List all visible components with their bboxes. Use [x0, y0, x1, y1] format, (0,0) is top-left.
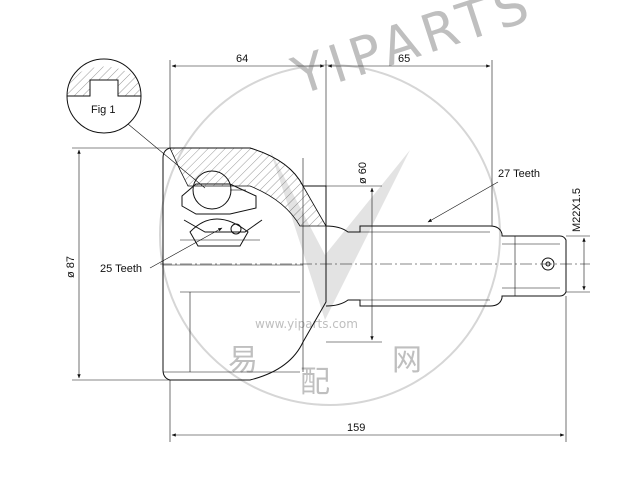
- cotter-pin-hole: [541, 257, 555, 271]
- dimensions: 64 65 159 ø 87 ø 60 M22X1.5: [65, 53, 590, 442]
- dim-outer-diameter: ø 87: [65, 256, 77, 278]
- ball-cage-assembly: [181, 170, 263, 247]
- dim-total-length: 159: [347, 422, 365, 434]
- dim-shaft-diameter: ø 60: [357, 162, 369, 184]
- watermark-brand: YIPARTS: [285, 0, 542, 108]
- outer-housing: [162, 147, 327, 381]
- watermark-char-3: 网: [392, 343, 422, 378]
- watermark-char-2: 配: [300, 365, 330, 400]
- dim-thread: M22X1.5: [571, 188, 583, 232]
- watermark: YIPARTS www.yiparts.com 易 配 网: [159, 0, 542, 406]
- stub-shaft: [325, 225, 567, 307]
- dim-width-left: 64: [236, 53, 248, 65]
- fig1-leader: [127, 123, 206, 189]
- watermark-ring: [159, 64, 501, 406]
- inner-race-pin: [230, 223, 242, 235]
- callout-inner-teeth: 25 Teeth: [100, 263, 142, 275]
- callout-outer-teeth: 27 Teeth: [498, 168, 540, 180]
- fig1-detail: Fig 1: [66, 58, 206, 189]
- dim-width-right: 65: [398, 53, 410, 65]
- callouts: 27 Teeth 25 Teeth: [100, 168, 540, 275]
- callout-outer-teeth-leader: [427, 181, 499, 223]
- callout-inner-teeth-leader: [149, 227, 223, 269]
- watermark-url: www.yiparts.com: [255, 317, 358, 331]
- fig1-label: Fig 1: [91, 104, 115, 116]
- watermark-char-1: 易: [228, 343, 258, 378]
- watermark-logo-v: [270, 150, 410, 320]
